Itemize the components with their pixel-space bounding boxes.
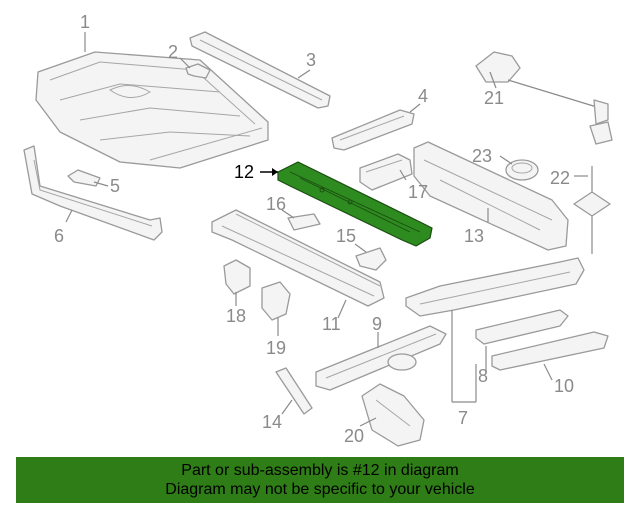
part-23-grommet[interactable] <box>505 159 539 181</box>
callout-7: 7 <box>458 408 468 428</box>
callout-22: 22 <box>550 168 570 188</box>
callout-10: 10 <box>554 376 574 396</box>
leader-lines <box>65 32 588 427</box>
callout-21: 21 <box>484 88 504 108</box>
part-12-crossmember-highlighted[interactable] <box>277 161 433 247</box>
callout-1: 1 <box>80 12 90 32</box>
callout-19: 19 <box>266 338 286 358</box>
callout-13: 13 <box>464 226 484 246</box>
part-19-bracket[interactable] <box>261 281 291 321</box>
callout-3: 3 <box>306 50 316 70</box>
part-21-carrier[interactable] <box>475 51 613 145</box>
callout-2: 2 <box>168 42 178 62</box>
callout-17: 17 <box>408 182 428 202</box>
callout-labels: 1 2 3 4 5 6 7 8 9 10 11 12 13 14 15 16 1… <box>54 12 574 446</box>
callout-5: 5 <box>110 176 120 196</box>
callout-6: 6 <box>54 226 64 246</box>
callout-4: 4 <box>418 86 428 106</box>
callout-18: 18 <box>226 306 246 326</box>
callout-16: 16 <box>266 194 286 214</box>
part-15-bracket[interactable] <box>355 247 387 271</box>
part-8-rail[interactable] <box>475 309 569 345</box>
part-4-bracket[interactable] <box>331 109 415 151</box>
part-22-bolt[interactable] <box>573 166 611 254</box>
part-6-rail[interactable] <box>23 145 163 241</box>
part-info-banner: Part or sub-assembly is #12 in diagram D… <box>16 457 624 503</box>
callout-14: 14 <box>262 412 282 432</box>
part-13-side-rail[interactable] <box>413 141 569 251</box>
part-16-clip[interactable] <box>287 213 321 231</box>
part-5-plate[interactable] <box>67 169 101 187</box>
part-18-bracket[interactable] <box>223 259 251 295</box>
callout-15: 15 <box>336 226 356 246</box>
callout-20: 20 <box>344 426 364 446</box>
part-10-rail[interactable] <box>491 331 609 371</box>
callout-8: 8 <box>478 366 488 386</box>
part-1-floor-pan[interactable] <box>35 51 269 169</box>
part-17-bracket[interactable] <box>359 153 413 191</box>
part-11-rail[interactable] <box>211 209 385 307</box>
part-14-bracket[interactable] <box>275 367 313 415</box>
callout-23: 23 <box>472 146 492 166</box>
banner-line-disclaimer: Diagram may not be specific to your vehi… <box>165 481 475 498</box>
callout-12: 12 <box>234 162 254 182</box>
callout-9: 9 <box>372 314 382 334</box>
part-20-bracket[interactable] <box>361 383 425 447</box>
part-3-crossmember[interactable] <box>189 31 331 109</box>
part-9-rail[interactable] <box>315 325 447 391</box>
part-7-rail[interactable] <box>405 257 585 317</box>
part-2-bracket[interactable] <box>185 63 211 79</box>
callout-11: 11 <box>322 314 341 334</box>
banner-line-part: Part or sub-assembly is #12 in diagram <box>181 462 459 479</box>
